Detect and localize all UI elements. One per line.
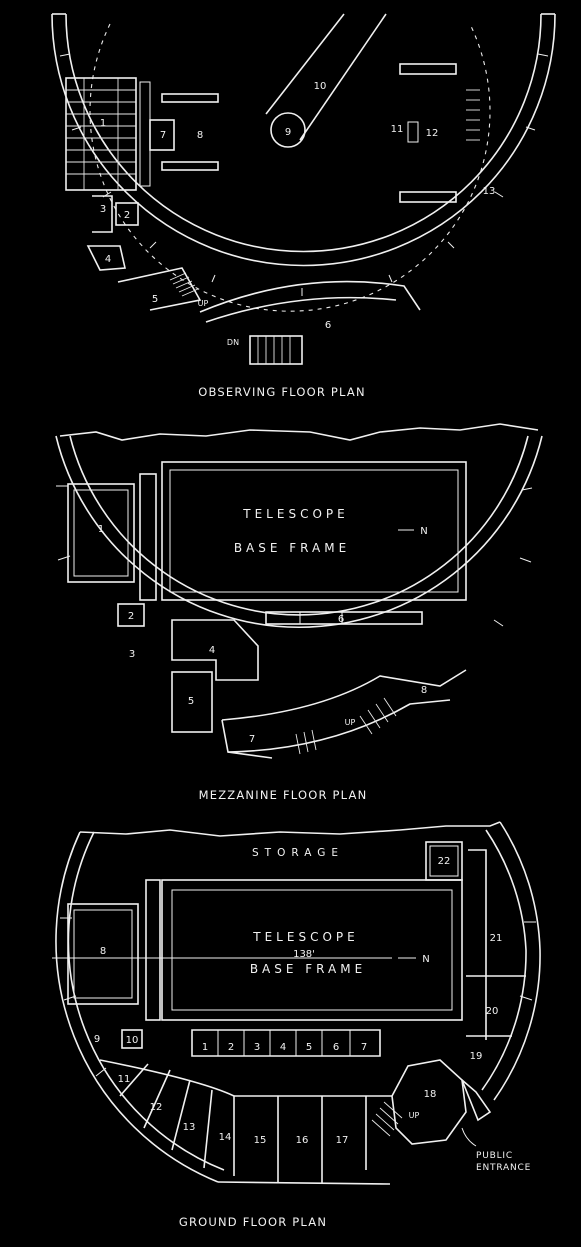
ground-telescope-frame — [161, 879, 463, 1021]
mezzanine-top-edge — [59, 423, 539, 441]
mezz-room-label-8: 8 — [421, 685, 427, 696]
mezz-room-label-3: 3 — [129, 649, 135, 660]
ground-room-label-3: 3 — [254, 1042, 260, 1053]
observing-outer-wall — [51, 13, 556, 267]
telescope-pier — [270, 112, 306, 148]
obs-up-label: UP — [198, 299, 209, 308]
obs-room-label-10: 10 — [314, 81, 327, 92]
dimension-label: 138' — [293, 949, 315, 960]
entrance-arrow — [461, 1127, 477, 1147]
obs-room-label-13: 13 — [483, 186, 496, 197]
ground-room-label-16: 16 — [296, 1135, 309, 1146]
mezz-room-label-1: 1 — [98, 524, 104, 535]
obs-room-label-8: 8 — [197, 130, 203, 141]
ground-room-label-8: 8 — [100, 946, 106, 957]
ground-floor-plan: STORAGE TELESCOPE 138' BASE FRAME N 1 2 … — [52, 821, 541, 1229]
mezz-telescope-label: TELESCOPE — [242, 507, 348, 521]
obs-room-label-3: 3 — [100, 204, 106, 215]
mezzanine-floor-plan: TELESCOPE BASE FRAME N 1 2 3 4 5 6 7 8 U… — [55, 423, 543, 802]
obs-room-label-4: 4 — [105, 254, 111, 265]
mezz-north-label: N — [420, 526, 427, 537]
mezz-telescope-frame — [161, 461, 467, 601]
ground-room-label-5: 5 — [306, 1042, 312, 1053]
ground-up-label: UP — [409, 1111, 420, 1120]
ground-room-label-20: 20 — [486, 1006, 499, 1017]
ground-room-label-15: 15 — [254, 1135, 267, 1146]
ground-telescope-label: TELESCOPE — [252, 930, 358, 944]
ground-room-label-19: 19 — [470, 1051, 483, 1062]
observing-caption: OBSERVING FLOOR PLAN — [198, 385, 366, 399]
observing-inner-wall — [65, 13, 542, 253]
ground-room-label-1: 1 — [202, 1042, 208, 1053]
ground-caption: GROUND FLOOR PLAN — [179, 1215, 327, 1229]
ground-room-label-9: 9 — [94, 1034, 100, 1045]
obs-room-label-6: 6 — [325, 320, 331, 331]
obs-room-label-7: 7 — [160, 130, 166, 141]
obs-room-label-2: 2 — [124, 210, 130, 221]
storage-label: STORAGE — [252, 847, 344, 859]
ground-top-edge — [79, 821, 501, 837]
ground-room-label-22: 22 — [438, 856, 451, 867]
mezz-room-label-2: 2 — [128, 611, 134, 622]
ground-room-label-6: 6 — [333, 1042, 339, 1053]
ground-room-label-4: 4 — [280, 1042, 286, 1053]
obs-room-label-12: 12 — [426, 128, 439, 139]
ground-room-label-17: 17 — [336, 1135, 349, 1146]
ground-room-label-7: 7 — [361, 1042, 367, 1053]
mezz-room-label-6: 6 — [338, 614, 344, 625]
ground-room-label-12: 12 — [150, 1102, 163, 1113]
ground-north-label: N — [422, 954, 429, 965]
observing-floor-plan: 1 2 3 4 5 6 7 8 9 10 11 12 13 UP DN OBSE… — [51, 13, 556, 399]
obs-room-1 — [65, 77, 137, 191]
ground-room-label-2: 2 — [228, 1042, 234, 1053]
ground-room-label-13: 13 — [183, 1122, 196, 1133]
mezz-room-label-5: 5 — [188, 696, 194, 707]
ground-room-label-21: 21 — [490, 933, 503, 944]
obs-room-label-11: 11 — [391, 124, 404, 135]
obs-room-label-5: 5 — [152, 294, 158, 305]
entrance-label-line1: PUBLIC — [476, 1151, 513, 1161]
mezz-room-label-4: 4 — [209, 645, 215, 656]
observing-drum-ticks — [59, 53, 549, 296]
obs-room-label-1: 1 — [100, 118, 106, 129]
mezz-up-label: UP — [345, 718, 356, 727]
mezzanine-caption: MEZZANINE FLOOR PLAN — [199, 788, 368, 802]
mezz-base-frame-label: BASE FRAME — [234, 541, 350, 555]
obs-room-label-9: 9 — [285, 127, 291, 138]
ground-room-label-14: 14 — [219, 1132, 232, 1143]
dome-track — [89, 23, 491, 312]
entrance-label-line2: ENTRANCE — [476, 1163, 531, 1173]
ground-room-label-11: 11 — [118, 1074, 131, 1085]
ground-room-label-18: 18 — [424, 1089, 437, 1100]
obs-dn-label: DN — [227, 338, 239, 347]
ground-room-label-10: 10 — [126, 1035, 139, 1046]
mezz-room-label-7: 7 — [249, 734, 255, 745]
ground-base-frame-label: BASE FRAME — [250, 962, 366, 976]
